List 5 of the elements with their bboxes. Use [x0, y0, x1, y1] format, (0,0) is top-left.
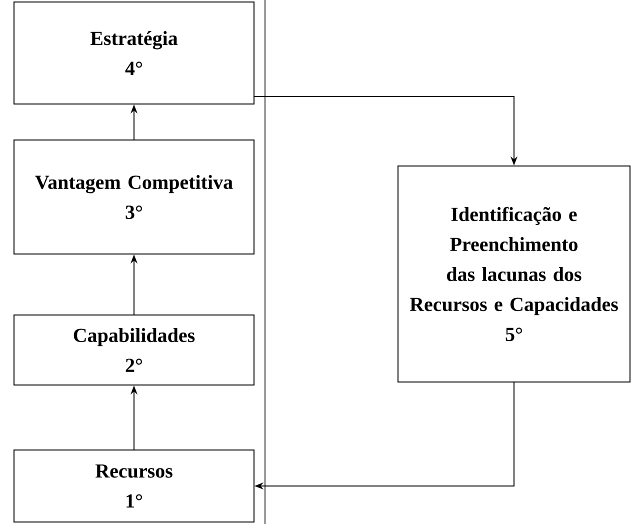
process-box: Vantagem Competitiva 3° — [14, 140, 254, 254]
process-box: Identificação e Preenchimento das lacunas dos Recursos e Capacidades 5° — [398, 165, 630, 382]
process-box: Estratégia 4° — [14, 2, 254, 104]
process-box: Capabilidades 2° — [14, 314, 254, 386]
process-box: Recursos 1° — [14, 449, 254, 522]
